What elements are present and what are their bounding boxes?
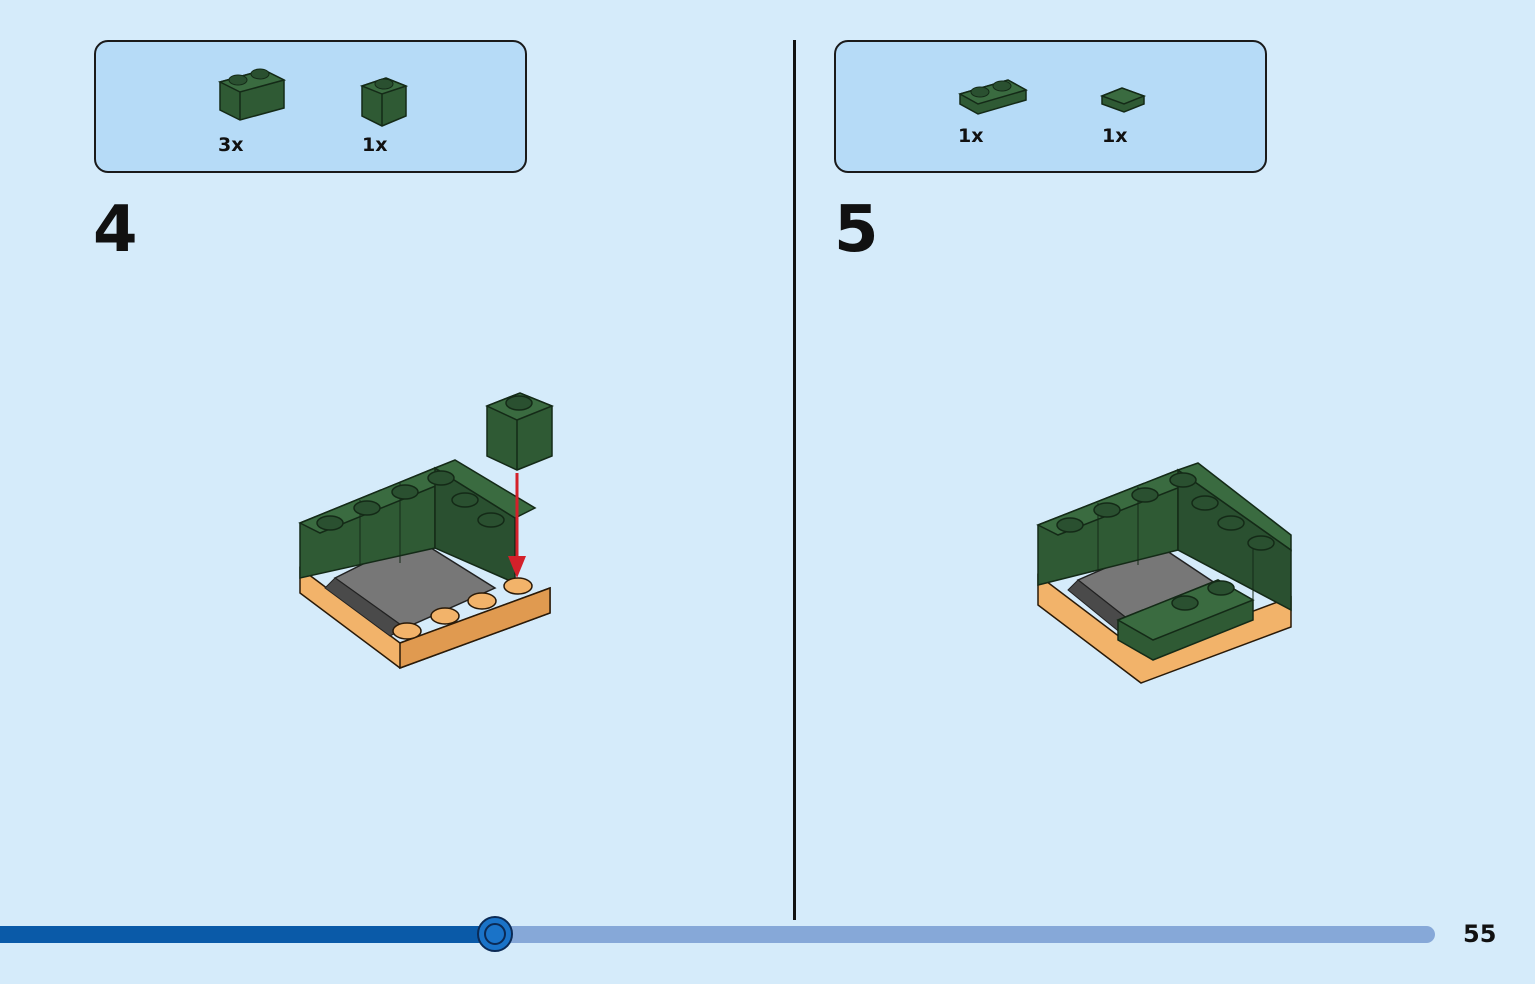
part-count-label: 1x xyxy=(362,134,388,156)
progress-slider-handle[interactable] xyxy=(477,916,514,952)
page-number: 55 xyxy=(1463,920,1497,948)
part-count-label: 1x xyxy=(958,125,984,147)
progress-bar[interactable] xyxy=(0,926,1435,943)
step-5-parts-box: 1x 1x xyxy=(834,40,1267,173)
tile-1x1-icon xyxy=(1099,87,1147,113)
brick-1x1-icon xyxy=(359,77,409,127)
page-divider xyxy=(793,40,796,920)
step-4-build-illustration xyxy=(298,392,555,670)
step-5-build-illustration xyxy=(1036,462,1292,684)
part-count-label: 1x xyxy=(1102,125,1128,147)
part-count-label: 3x xyxy=(218,134,244,156)
step-number: 4 xyxy=(93,193,138,267)
progress-fill xyxy=(0,926,496,943)
brick-1x2-icon xyxy=(217,68,287,121)
step-number: 5 xyxy=(834,193,879,267)
plate-1x2-icon xyxy=(958,79,1028,115)
step-4-parts-box: 3x 1x xyxy=(94,40,527,173)
